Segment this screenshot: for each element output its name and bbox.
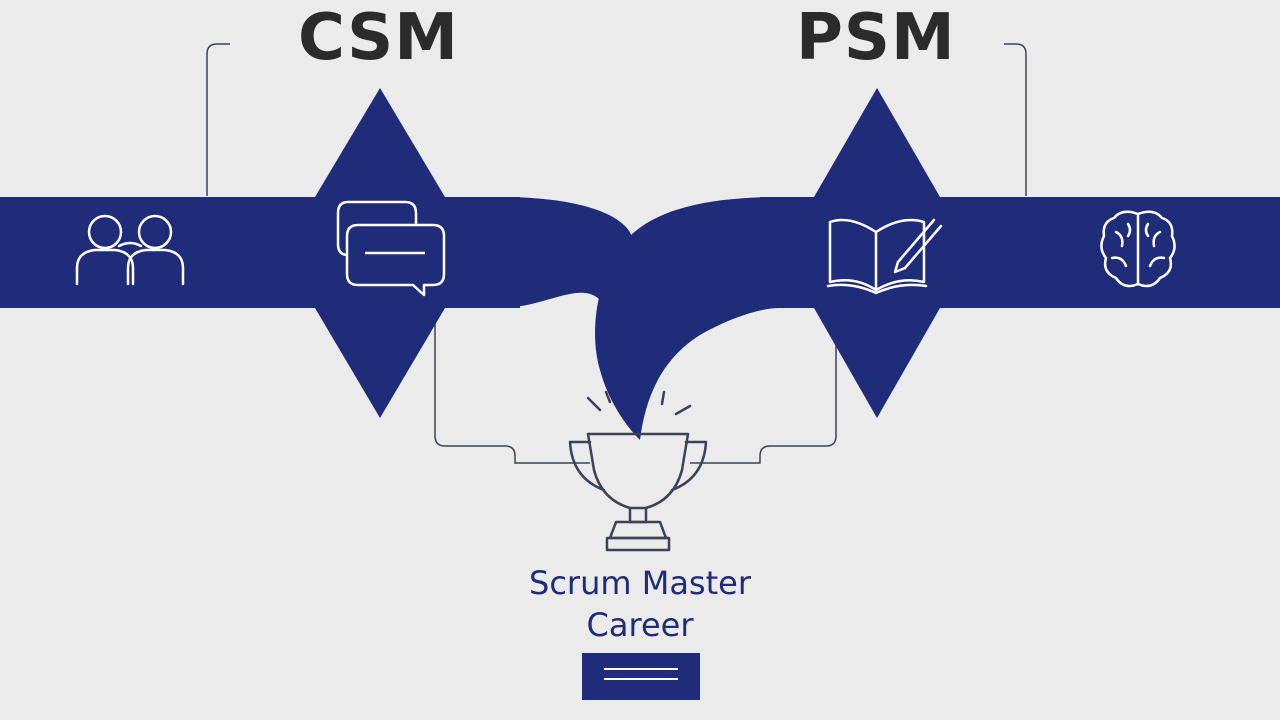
book-pen-icon bbox=[826, 218, 943, 295]
brain-icon bbox=[1100, 210, 1176, 288]
connector-lines bbox=[206, 43, 1027, 464]
career-label-line1: Scrum Master bbox=[529, 564, 751, 602]
people-icon bbox=[75, 214, 185, 286]
career-label-line2: Career bbox=[586, 606, 694, 644]
left-bracket-line bbox=[206, 43, 230, 196]
left-to-trophy-line bbox=[434, 300, 590, 464]
right-to-trophy-line bbox=[690, 300, 837, 464]
csm-title: CSM bbox=[298, 1, 459, 75]
right-bracket-line bbox=[1004, 43, 1027, 196]
career-menu-button[interactable] bbox=[582, 653, 700, 700]
chat-bubbles-icon bbox=[336, 200, 446, 297]
psm-title: PSM bbox=[796, 1, 956, 75]
left-curve bbox=[500, 197, 633, 308]
trophy-icon bbox=[568, 390, 708, 552]
menu-line-icon bbox=[604, 668, 678, 670]
pathway-shapes bbox=[0, 88, 1280, 440]
menu-line-icon bbox=[604, 678, 678, 680]
career-label: Scrum Master Career bbox=[490, 562, 790, 646]
center-swoosh bbox=[595, 197, 780, 440]
